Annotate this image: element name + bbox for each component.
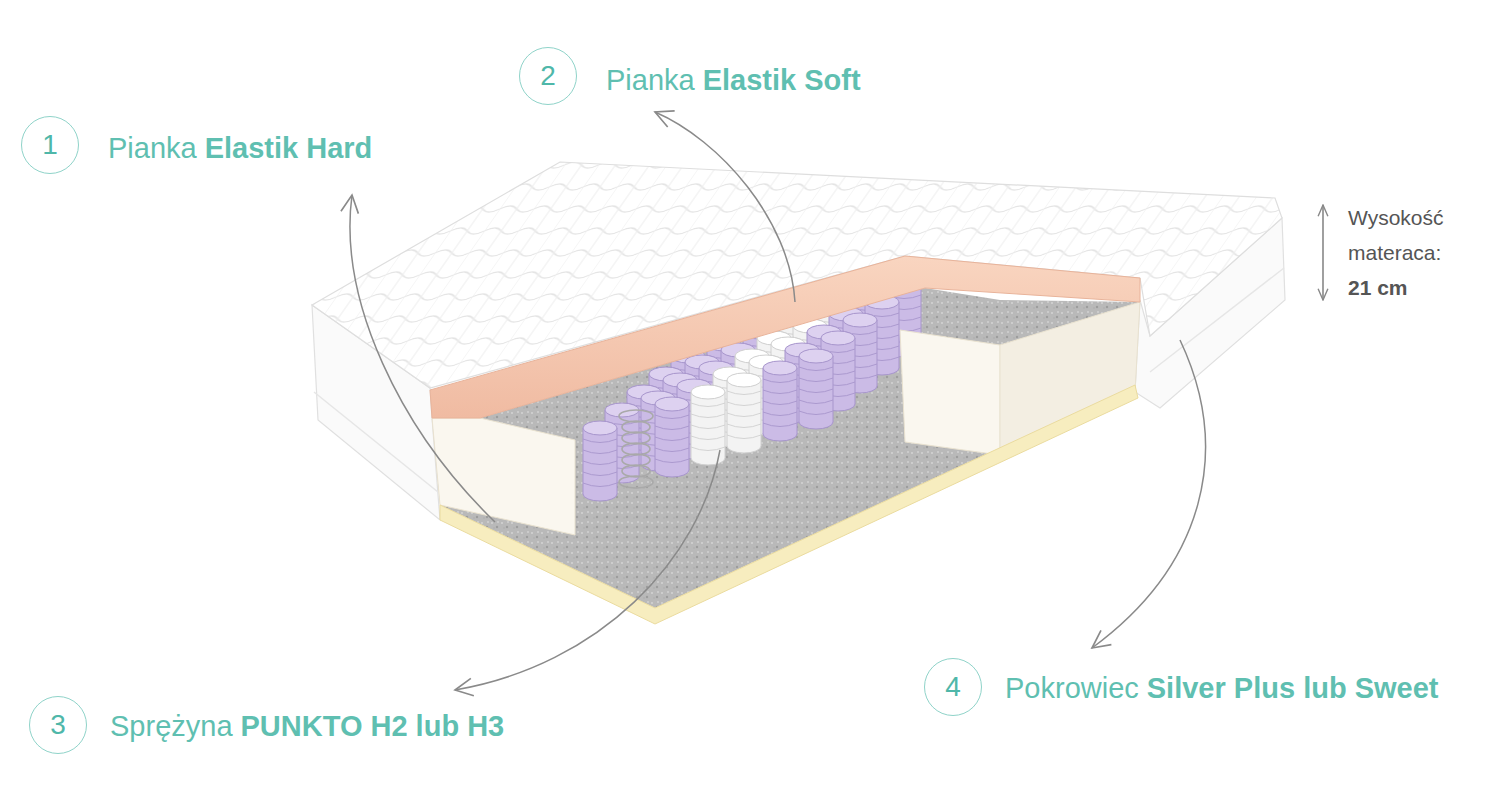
spring-stripe — [799, 411, 833, 415]
part-label: Elastik Soft — [703, 64, 861, 97]
soft-foam — [430, 256, 1140, 418]
spring-top — [843, 313, 877, 327]
spring-top — [727, 373, 761, 387]
base-foam — [440, 385, 1138, 624]
spring — [619, 410, 653, 488]
leader-lines — [350, 112, 1205, 690]
spring-stripe — [655, 426, 689, 430]
spring-stripe — [583, 483, 617, 487]
label-row: PokrowiecSilver Plus lub Sweet — [1005, 668, 1439, 708]
leader-line — [455, 450, 720, 690]
callout-circle: 4 — [924, 658, 982, 716]
spring-pocket — [727, 380, 761, 446]
spring-stripe — [763, 379, 797, 383]
spring-edge — [799, 356, 833, 422]
spring-stripe — [727, 391, 761, 395]
hard-foam — [432, 302, 1140, 535]
spring-stripe — [727, 435, 761, 439]
part-label: Sprężyna — [110, 710, 233, 743]
part-label: Pianka — [108, 132, 197, 165]
spring-stripe — [727, 424, 761, 428]
spring-top — [691, 385, 725, 399]
label-row: 21 cm — [1348, 270, 1408, 305]
spring-pocket — [655, 404, 689, 470]
spring — [763, 361, 797, 441]
callout-number: 1 — [42, 131, 58, 159]
spring-stripe — [583, 472, 617, 476]
part-label: Pianka — [606, 64, 695, 97]
spring-stripe — [727, 413, 761, 417]
spring-top — [763, 361, 797, 375]
spring-stripe — [583, 461, 617, 465]
label-row: PiankaElastik Soft — [606, 60, 861, 100]
spring-pocket — [583, 428, 617, 494]
spring-edge — [691, 392, 725, 458]
label-row: PiankaElastik Hard — [108, 128, 372, 168]
spring-stripe — [691, 436, 725, 440]
spring-edge — [655, 404, 689, 470]
spring-top — [821, 331, 855, 345]
spring-top — [799, 349, 833, 363]
spring-stripe — [727, 402, 761, 406]
label-row: Wysokość materaca: — [1348, 200, 1470, 270]
spring-coil — [619, 476, 653, 488]
callout-circle: 3 — [29, 696, 87, 754]
callout-circle: 1 — [21, 116, 79, 174]
spring-stripe — [655, 448, 689, 452]
part-label: Elastik Hard — [205, 132, 373, 165]
spring-stripe — [799, 367, 833, 371]
spring — [655, 397, 689, 477]
spring-top — [655, 397, 689, 411]
spring-stripe — [655, 415, 689, 419]
spring-stripe — [655, 459, 689, 463]
spring-stripe — [583, 439, 617, 443]
callout-number: 2 — [540, 62, 556, 90]
spring-pocket — [799, 356, 833, 422]
spring-stripe — [691, 414, 725, 418]
spring-pocket — [763, 368, 797, 434]
spring-top — [583, 421, 617, 435]
leader-line — [1092, 340, 1205, 648]
part-label: Silver Plus lub Sweet — [1147, 672, 1439, 705]
spring-pocket — [691, 392, 725, 458]
height-dimension — [1322, 205, 1324, 300]
spring-edge — [727, 380, 761, 446]
callout-number: 3 — [50, 711, 66, 739]
dimension-label: 21 cm — [1348, 270, 1408, 305]
spring — [727, 373, 761, 453]
spring-stripe — [691, 403, 725, 407]
spring-stripe — [799, 389, 833, 393]
spring-stripe — [691, 447, 725, 451]
spring-stripe — [763, 412, 797, 416]
callout-circle: 2 — [519, 47, 577, 105]
spring-stripe — [799, 400, 833, 404]
label-row: SprężynaPUNKTO H2 lub H3 — [110, 706, 504, 746]
spring-stripe — [655, 437, 689, 441]
leader-line — [350, 195, 495, 522]
spring — [583, 421, 617, 501]
spring-stripe — [691, 425, 725, 429]
spring-edge — [583, 428, 617, 494]
part-label: PUNKTO H2 lub H3 — [241, 710, 505, 743]
spring-stripe — [583, 450, 617, 454]
spring-edge — [763, 368, 797, 434]
dimension-label: Wysokość materaca: — [1348, 200, 1470, 270]
callout-number: 4 — [945, 673, 961, 701]
spring-stripe — [763, 423, 797, 427]
spring-stripe — [763, 390, 797, 394]
spring-stripe — [799, 378, 833, 382]
spring — [799, 349, 833, 429]
part-label: Pokrowiec — [1005, 672, 1139, 705]
spring-stripe — [763, 401, 797, 405]
leader-line — [655, 112, 795, 302]
